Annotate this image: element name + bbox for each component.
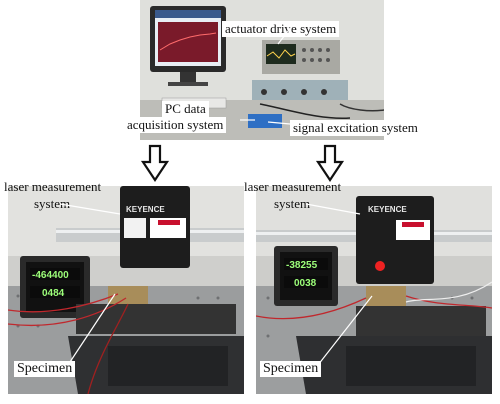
left-display-bottom: 0484	[42, 288, 65, 299]
specimen	[108, 286, 148, 304]
left-brand-text: KEYENCE	[126, 205, 165, 214]
left-display-top: -464400	[32, 270, 69, 281]
down-arrow-left-icon	[140, 144, 170, 182]
laser-left-label-line2: system	[34, 196, 71, 211]
down-arrow-right-icon	[315, 144, 345, 182]
right-brand-text: KEYENCE	[368, 205, 407, 214]
laser-right-label-line1: laser measurement	[244, 179, 342, 194]
left-photo-drawing: -464400 0484 KEYENCE	[8, 186, 244, 394]
clamp-rail	[76, 304, 236, 334]
laser-left-label-line1: laser measurement	[4, 179, 102, 194]
actuator-drive-label: actuator drive system	[222, 21, 340, 37]
signal-box	[248, 114, 282, 128]
pc-data-label-line2: acquisition system	[124, 117, 227, 133]
laser-right-label-line2: system	[274, 196, 311, 211]
laser-sensor-head-right	[356, 196, 434, 284]
specimen-right-label: Specimen	[260, 361, 322, 377]
signal-excitation-label: signal excitation system	[290, 120, 421, 136]
specimen-left-label: Specimen	[14, 361, 76, 377]
left-photo-setup: -464400 0484 KEYENCE	[8, 186, 244, 394]
right-display-top: -38255	[286, 260, 318, 271]
right-display-bottom: 0038	[294, 278, 317, 289]
pc-data-label-line1: PC data	[162, 101, 209, 117]
